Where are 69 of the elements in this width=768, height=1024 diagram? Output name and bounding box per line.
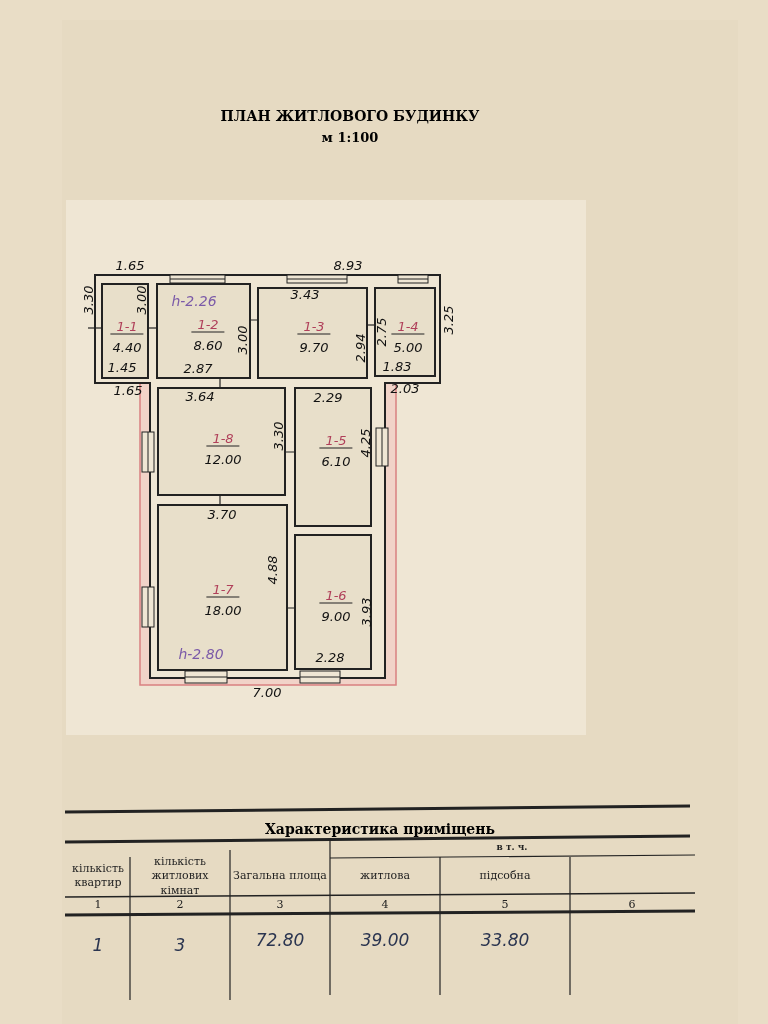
table-cell: 39.00 <box>360 930 410 950</box>
room-number: 1-8 <box>206 431 240 447</box>
dimension-label: 3.30 <box>81 285 95 315</box>
table-cell: 1 <box>92 935 104 955</box>
room-area: 12.00 <box>204 452 242 466</box>
dimension-label: 4.25 <box>358 428 372 458</box>
room-number: 1-1 <box>110 319 144 335</box>
table-cell: 5 <box>501 897 509 913</box>
dimension-label: 3.00 <box>134 285 148 315</box>
ceiling-height: h-2.80 <box>178 647 224 661</box>
dimension-label: 2.29 <box>313 390 343 404</box>
room-number: 1-2 <box>191 317 225 333</box>
room-outline <box>157 387 286 496</box>
table-cell: 2 <box>176 897 184 913</box>
table-cell: 72.80 <box>255 930 305 950</box>
table-cell: 33.80 <box>480 930 530 950</box>
dimension-label: 3.70 <box>207 507 237 521</box>
room-number: 1-6 <box>319 588 353 604</box>
table-cell: 1 <box>94 897 102 913</box>
room-area: 6.10 <box>321 454 351 468</box>
dimension-label: 7.00 <box>252 685 282 699</box>
table-cell: 4 <box>381 897 389 913</box>
room-area: 9.70 <box>299 340 329 354</box>
table-header: житлова <box>359 868 411 884</box>
dimension-label: 3.93 <box>359 597 373 627</box>
table-header: кількість квартир <box>71 861 125 891</box>
dimension-label: 8.93 <box>333 258 363 272</box>
room-outline <box>101 283 149 379</box>
dimension-label: 1.83 <box>382 359 412 373</box>
dimension-label: 1.65 <box>115 258 145 272</box>
room-number: 1-4 <box>391 319 425 335</box>
table-header: підсобна <box>478 868 532 884</box>
room-area: 18.00 <box>204 603 242 617</box>
plan-title: ПЛАН ЖИТЛОВОГО БУДИНКУ <box>219 108 481 124</box>
room-number: 1-7 <box>206 582 240 598</box>
table-header: кількість житлових кімнат <box>150 854 210 898</box>
room-area: 8.60 <box>193 338 223 352</box>
dimension-label: 2.28 <box>315 650 345 664</box>
dimension-label: 2.87 <box>183 361 213 375</box>
table-cell: 6 <box>628 897 636 913</box>
table-heading: Характеристика приміщень <box>265 821 495 837</box>
dimension-label: 2.94 <box>353 333 367 363</box>
room-number: 1-5 <box>319 433 353 449</box>
dimension-label: 3.64 <box>185 389 215 403</box>
ceiling-height: h-2.26 <box>171 294 217 308</box>
table-cell: 3 <box>276 897 284 913</box>
table-header: в т. ч. <box>496 842 528 854</box>
room-outline <box>257 287 368 379</box>
dimension-label: 1.65 <box>113 383 143 397</box>
room-area: 4.40 <box>112 340 142 354</box>
dimension-label: 3.00 <box>235 325 249 355</box>
room-area: 5.00 <box>393 340 423 354</box>
room-outline <box>294 387 372 527</box>
room-outline <box>294 534 372 670</box>
table-header: Загальна площа <box>232 868 328 884</box>
room-area: 9.00 <box>321 609 351 623</box>
room-outline <box>157 504 288 671</box>
scale-label: м 1:100 <box>321 129 379 145</box>
dimension-label: 1.45 <box>107 360 137 374</box>
dimension-label: 2.75 <box>374 317 388 347</box>
room-outline <box>374 287 436 377</box>
dimension-label: 3.30 <box>271 421 285 451</box>
dimension-label: 3.25 <box>441 305 455 335</box>
dimension-label: 3.43 <box>290 287 320 301</box>
dimension-label: 2.03 <box>390 381 420 395</box>
table-cell: 3 <box>174 935 186 955</box>
room-number: 1-3 <box>297 319 331 335</box>
dimension-label: 4.88 <box>265 555 279 585</box>
room-outline <box>156 283 251 379</box>
